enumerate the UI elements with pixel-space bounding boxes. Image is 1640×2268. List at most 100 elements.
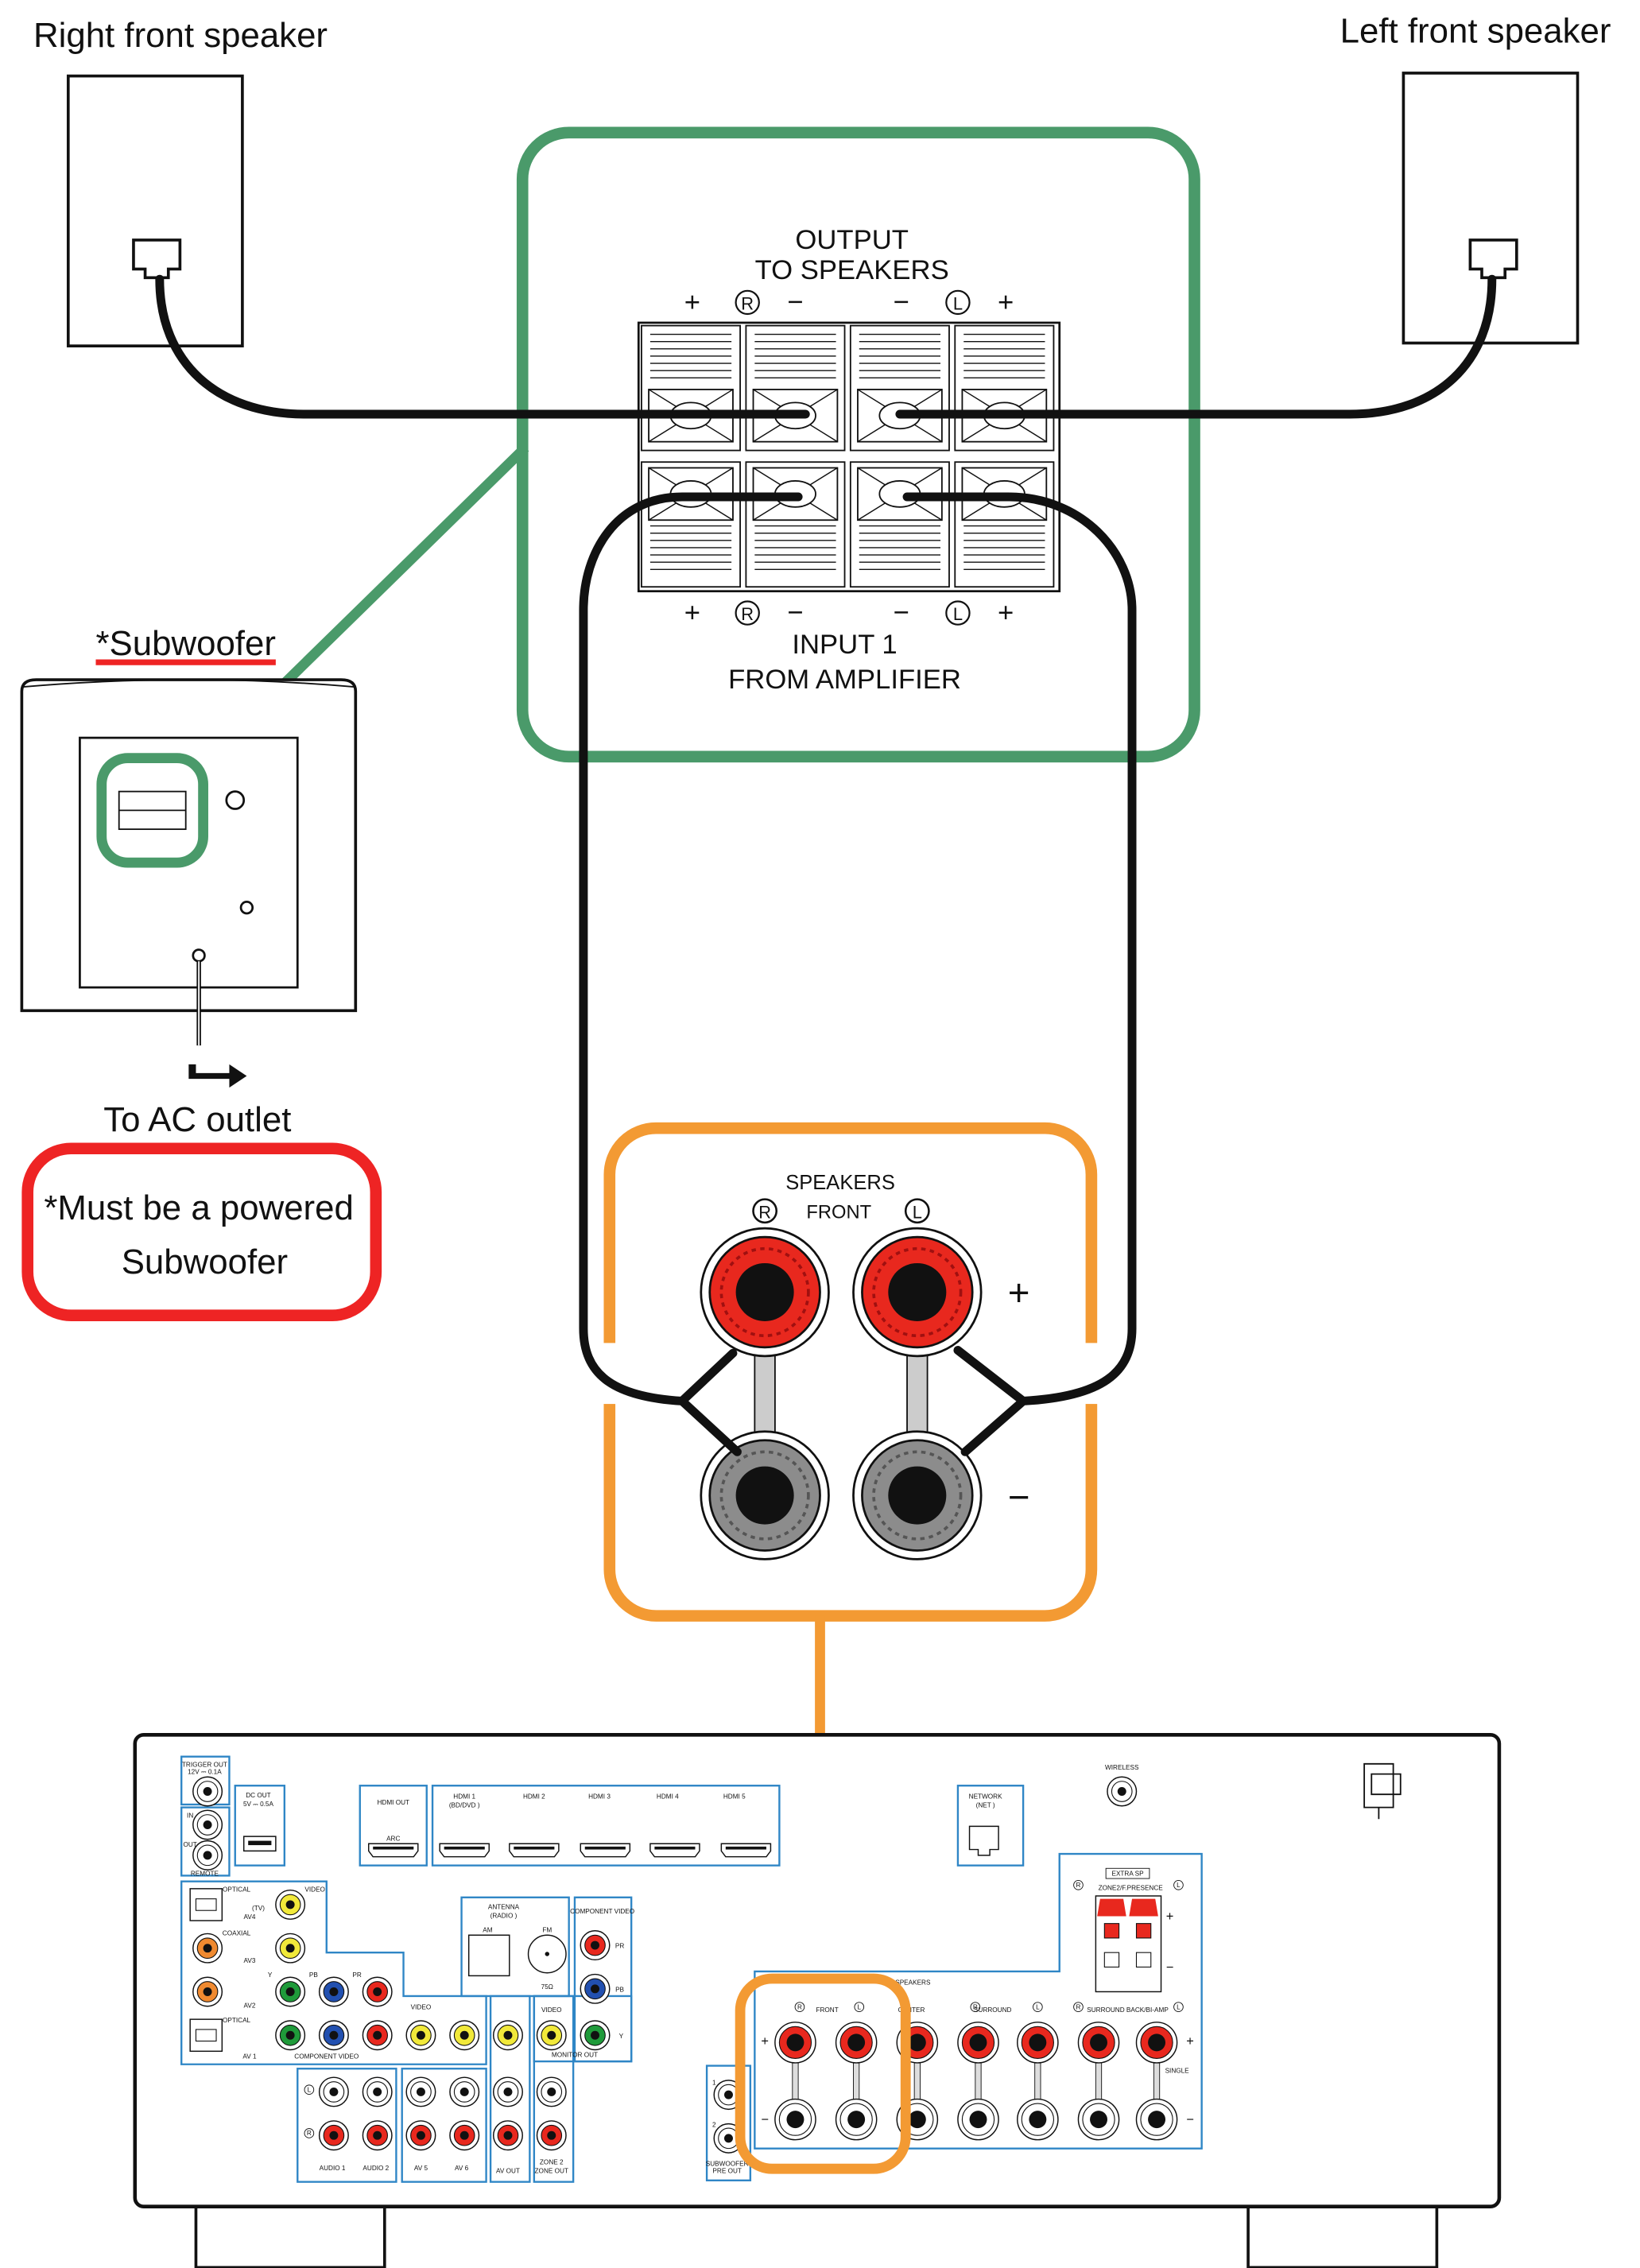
receiver-port-group: [705, 2064, 752, 2181]
channel-mark-circle: [304, 2128, 315, 2138]
spring-terminal: [745, 324, 846, 452]
receiver-port-group: [359, 1785, 428, 1867]
polarity-sign: +: [684, 287, 700, 317]
receiver-label-remote-in: IN: [187, 1812, 193, 1819]
receiver-label-network: NETWORK: [969, 1793, 1002, 1801]
polarity-sign: −: [1166, 1960, 1174, 1975]
receiver-label-video: VIDEO: [304, 1886, 325, 1893]
channel-mark-circle: [854, 2002, 865, 2012]
powered-note-line1: *Must be a powered: [44, 1188, 354, 1227]
channel-mark: R: [741, 604, 754, 624]
audio-r-jack: [536, 2120, 567, 2151]
av-out-video-jack: [492, 2020, 523, 2051]
subwoofer-speaker-terminal-block: [637, 321, 1061, 593]
receiver-label-sub-2: 2: [712, 2121, 716, 2128]
audio-l-jack: [362, 2076, 393, 2107]
output-label: OUTPUT: [795, 225, 909, 255]
receiver-label-dc-out: DC OUT: [246, 1792, 270, 1799]
spring-terminal: [745, 461, 846, 588]
receiver-label-hdmi-inputs-3: HDMI 4: [657, 1793, 679, 1801]
receiver-label-am: AM: [483, 1927, 492, 1934]
av1-pb-jack: [318, 2020, 349, 2051]
power-inlet-icon: [1363, 1762, 1402, 1820]
spring-terminal: [954, 461, 1055, 588]
channel-mark-circle: [945, 289, 971, 316]
coaxial-av3-jack: [192, 1933, 223, 1964]
channel-mark: L: [1036, 2003, 1040, 2010]
av4-video-jack: [275, 1889, 306, 1920]
to-speakers-label: TO SPEAKERS: [755, 255, 949, 285]
spring-terminal: [641, 461, 742, 588]
receiver-port-group: [234, 1785, 286, 1867]
front-r-positive-terminal: [700, 1227, 830, 1358]
remote-out-jack: [192, 1840, 223, 1871]
audio-r-jack: [362, 2120, 393, 2151]
av2-pr-jack: [362, 1976, 393, 2007]
monitor-pr-jack: [580, 1930, 611, 1961]
receiver-label-video: VIDEO: [411, 2003, 432, 2010]
front-r-negative-terminal: [700, 1430, 830, 1560]
av2-pb-jack: [318, 1976, 349, 2007]
channel-mark: L: [953, 294, 963, 314]
receiver-label-pr: PR: [352, 1971, 361, 1979]
remote-in-jack: [192, 1809, 223, 1840]
subwoofer-terminal-callout: [516, 126, 1200, 763]
channel-mark: R: [973, 2003, 978, 2010]
wire-left-input: [902, 492, 1137, 1456]
receiver-label-pb: PB: [615, 1986, 624, 1993]
channel-mark: L: [1177, 1882, 1181, 1889]
speaker-binding-post: [835, 2022, 878, 2064]
wireless-antenna-jack: [1107, 1776, 1138, 1807]
channel-mark-circle: [1033, 2002, 1043, 2012]
av2-y-jack: [275, 1976, 306, 2007]
r-channel-mark: R: [752, 1198, 778, 1224]
audio-video-input-group: [180, 1880, 487, 2065]
receiver-label-av3: AV3: [244, 1957, 256, 1964]
receiver-label-ohm: 75Ω: [541, 1983, 553, 1991]
polarity-sign: −: [761, 2113, 769, 2127]
channel-mark-circle: [794, 2002, 805, 2012]
monitor-y-jack: [580, 2020, 611, 2051]
audio-l-jack: [318, 2076, 349, 2107]
receiver-foot-left: [194, 2202, 386, 2268]
audio-l-jack: [449, 2076, 480, 2107]
receiver-label-net: (NET ): [976, 1802, 995, 1809]
channel-mark-circle: [1173, 2002, 1184, 2012]
front-l-negative-terminal: [852, 1430, 983, 1560]
speaker-binding-post: [957, 2098, 999, 2141]
receiver-label-coaxial: COAXIAL: [223, 1929, 251, 1937]
channel-mark: R: [307, 2130, 312, 2137]
receiver-port-group: [431, 1785, 781, 1867]
speaker-binding-post: [1077, 2098, 1120, 2141]
receiver-label-zone2-presence: ZONE2/F.PRESENCE: [1099, 1885, 1164, 1892]
receiver-label-antenna: ANTENNA: [488, 1903, 520, 1910]
speaker-binding-post: [1135, 2022, 1178, 2064]
speaker-binding-post: [1017, 2098, 1059, 2141]
ac-arrow-icon: [188, 1064, 247, 1088]
receiver-label-av2: AV2: [244, 2002, 256, 2010]
front-binding-posts: [700, 1227, 983, 1560]
hdmi-port: [580, 1843, 631, 1858]
speaker-binding-post: [1017, 2022, 1059, 2064]
monitor-video-jack: [536, 2020, 567, 2051]
receiver-label-audio2: AUDIO 2: [363, 2165, 389, 2172]
receiver-label-zone2-line2: ZONE OUT: [535, 2168, 568, 2175]
receiver-label-hdmi-inputs-2: HDMI 3: [588, 1793, 611, 1801]
spring-terminal: [641, 324, 742, 452]
wire-right-input: [579, 492, 803, 1456]
polarity-sign: +: [1186, 2034, 1194, 2049]
polarity-sign: −: [894, 287, 909, 317]
right-front-speaker-label: Right front speaker: [33, 16, 328, 55]
receiver-label-sub-pre_out_line1: SUBWOOFER: [706, 2161, 749, 2168]
receiver-label-single: SINGLE: [1165, 2068, 1190, 2075]
receiver-label-dc-spec: 5V ⎓ 0.5A: [243, 1801, 274, 1808]
speaker-binding-post: [835, 2098, 878, 2141]
receiver-label-tv: (TV): [252, 1905, 265, 1912]
receiver-label-remote-out: OUT: [183, 1841, 196, 1848]
receiver-port-group: [297, 2068, 397, 2183]
receiver-label-hdmi-inputs-1: HDMI 2: [523, 1793, 545, 1801]
spring-terminal: [954, 324, 1055, 452]
receiver-label-hdmi1-sub: (BD/DVD ): [449, 1802, 480, 1809]
